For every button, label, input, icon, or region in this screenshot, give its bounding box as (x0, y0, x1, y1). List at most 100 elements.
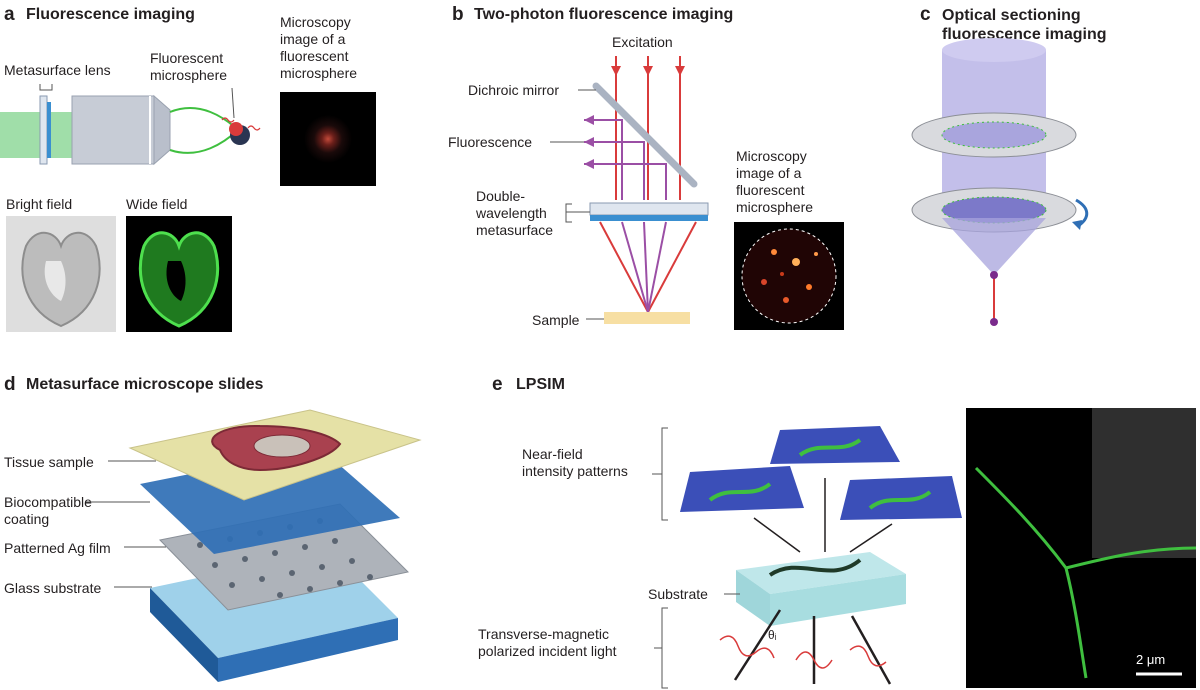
fluorescence-path-2 (584, 141, 645, 200)
panel-b-microscopy-image (734, 222, 844, 330)
excitation-arrow-1 (611, 66, 621, 76)
panel-a-letter: a (4, 4, 15, 25)
panel-b-title: Two-photon fluorescence imaging (474, 6, 734, 23)
dichroic-mirror-label: Dichroic mirror (468, 82, 559, 98)
pattern-top-filament (798, 438, 862, 457)
pattern-top (770, 426, 900, 464)
substrate-filament (768, 558, 862, 577)
glass-substrate-front (150, 588, 218, 682)
cylinder-top (942, 38, 1046, 62)
filament-3 (1064, 567, 1088, 679)
panel-e-letter: e (492, 374, 503, 395)
scale-bar-label: 2 μm (1136, 652, 1166, 667)
focal-point-top (990, 271, 998, 279)
tm-light-label: Transverse-magnetic polarized incident l… (478, 626, 617, 659)
panel-a-microscopy-label: Microscopy image of a fluorescent micros… (280, 14, 358, 81)
substrate-top (736, 552, 906, 594)
wide-field-label: Wide field (126, 196, 188, 212)
bead-1 (771, 249, 777, 255)
excitation-label: Excitation (612, 34, 673, 50)
wave-left (719, 635, 775, 659)
pattern-left (680, 466, 804, 512)
metasurface-bracket (565, 203, 590, 223)
filament-2 (1065, 546, 1197, 570)
lpsim-inset (1092, 408, 1196, 558)
sample-slab (604, 312, 690, 324)
emission-squiggle-1 (221, 117, 235, 123)
filament-1 (974, 466, 1068, 569)
wide-field-image (126, 216, 232, 332)
tm-light-bracket (661, 607, 668, 689)
fluorescence-arrow-3 (584, 159, 594, 169)
bead-5 (783, 297, 789, 303)
panel-c-letter: c (920, 4, 931, 25)
fluorescence-arrow-2 (584, 137, 594, 147)
near-field-bracket (661, 427, 668, 521)
wave-center (795, 651, 833, 669)
fluorescence-path-1 (584, 119, 623, 200)
emission-squiggle-2 (247, 125, 261, 131)
excitation-arrow-2 (643, 66, 653, 76)
metasurface-lens-label: Metasurface lens (4, 62, 111, 78)
theta-label: θᵢ (768, 628, 777, 642)
panel-d-title: Metasurface microscope slides (26, 376, 264, 393)
bead-4 (806, 284, 812, 290)
panel-e-lpsim-diagram (652, 426, 962, 689)
glass-substrate-label: Glass substrate (4, 580, 102, 596)
biocompatible-coating-label: Biocompatible coating (4, 494, 92, 527)
incident-beam-right (850, 615, 892, 685)
bead-7 (780, 272, 784, 276)
pattern-left-filament (708, 482, 772, 502)
microsphere-leader (231, 87, 235, 119)
tissue-sample-label: Tissue sample (4, 454, 94, 470)
bright-field-image (6, 216, 116, 332)
green-beam (0, 112, 75, 158)
double-wavelength-label: Double- wavelength metasurface (476, 188, 554, 238)
upper-disc-pattern (941, 121, 1047, 149)
panel-e-title: LPSIM (516, 376, 565, 393)
bead-6 (814, 252, 818, 256)
fluorescence-path-3 (584, 163, 667, 200)
incident-beam-left (733, 609, 782, 681)
dichroic-mirror (592, 82, 698, 188)
tissue-inner-ring (253, 434, 311, 458)
near-field-label: Near-field intensity patterns (522, 446, 628, 479)
fluorescent-microsphere-label: Fluorescent microsphere (150, 50, 228, 83)
panel-d-letter: d (4, 374, 16, 395)
bright-field-heart-inner (44, 261, 66, 301)
panel-b-letter: b (452, 4, 464, 25)
panel-a-title: Fluorescence imaging (26, 6, 195, 23)
panel-a-setup-diagram (0, 84, 261, 166)
focus-ray-red-1 (599, 221, 649, 313)
pattern-right-filament (868, 490, 932, 510)
panel-c-title: Optical sectioning fluorescence imaging (942, 7, 1107, 43)
panel-d-slide-stack (86, 409, 422, 682)
focus-cone (942, 218, 1046, 275)
fluorescence-label: Fluorescence (448, 134, 533, 150)
bead-2 (792, 258, 800, 266)
field-of-view-outline (741, 228, 837, 324)
fluorescence-arrow-1 (584, 115, 594, 125)
rotation-arrowhead (1072, 220, 1082, 230)
panel-a-microscopy-image (280, 92, 376, 186)
wave-right (849, 645, 887, 667)
panel-b-optics-diagram (550, 56, 709, 324)
focal-point-bottom (990, 318, 998, 326)
sample-label: Sample (532, 312, 580, 328)
focus-ray-red-2 (647, 221, 697, 313)
bright-field-label: Bright field (6, 196, 73, 212)
focus-ray-purple-1 (621, 221, 649, 313)
bracket-line (39, 84, 53, 91)
metasurface-lens-pattern (47, 102, 51, 158)
excitation-arrow-3 (675, 66, 685, 76)
substrate-front (736, 570, 770, 626)
objective-body (71, 95, 155, 165)
glass-substrate-side (218, 618, 398, 682)
pattern-arrow-right (849, 523, 893, 553)
substrate-label: Substrate (648, 586, 708, 602)
patterned-ag-film-label: Patterned Ag film (4, 540, 111, 556)
pattern-arrow-left (753, 517, 801, 553)
microsphere-glow (229, 122, 243, 136)
focus-ray-purple-2 (643, 221, 649, 313)
bead-3 (761, 279, 767, 285)
